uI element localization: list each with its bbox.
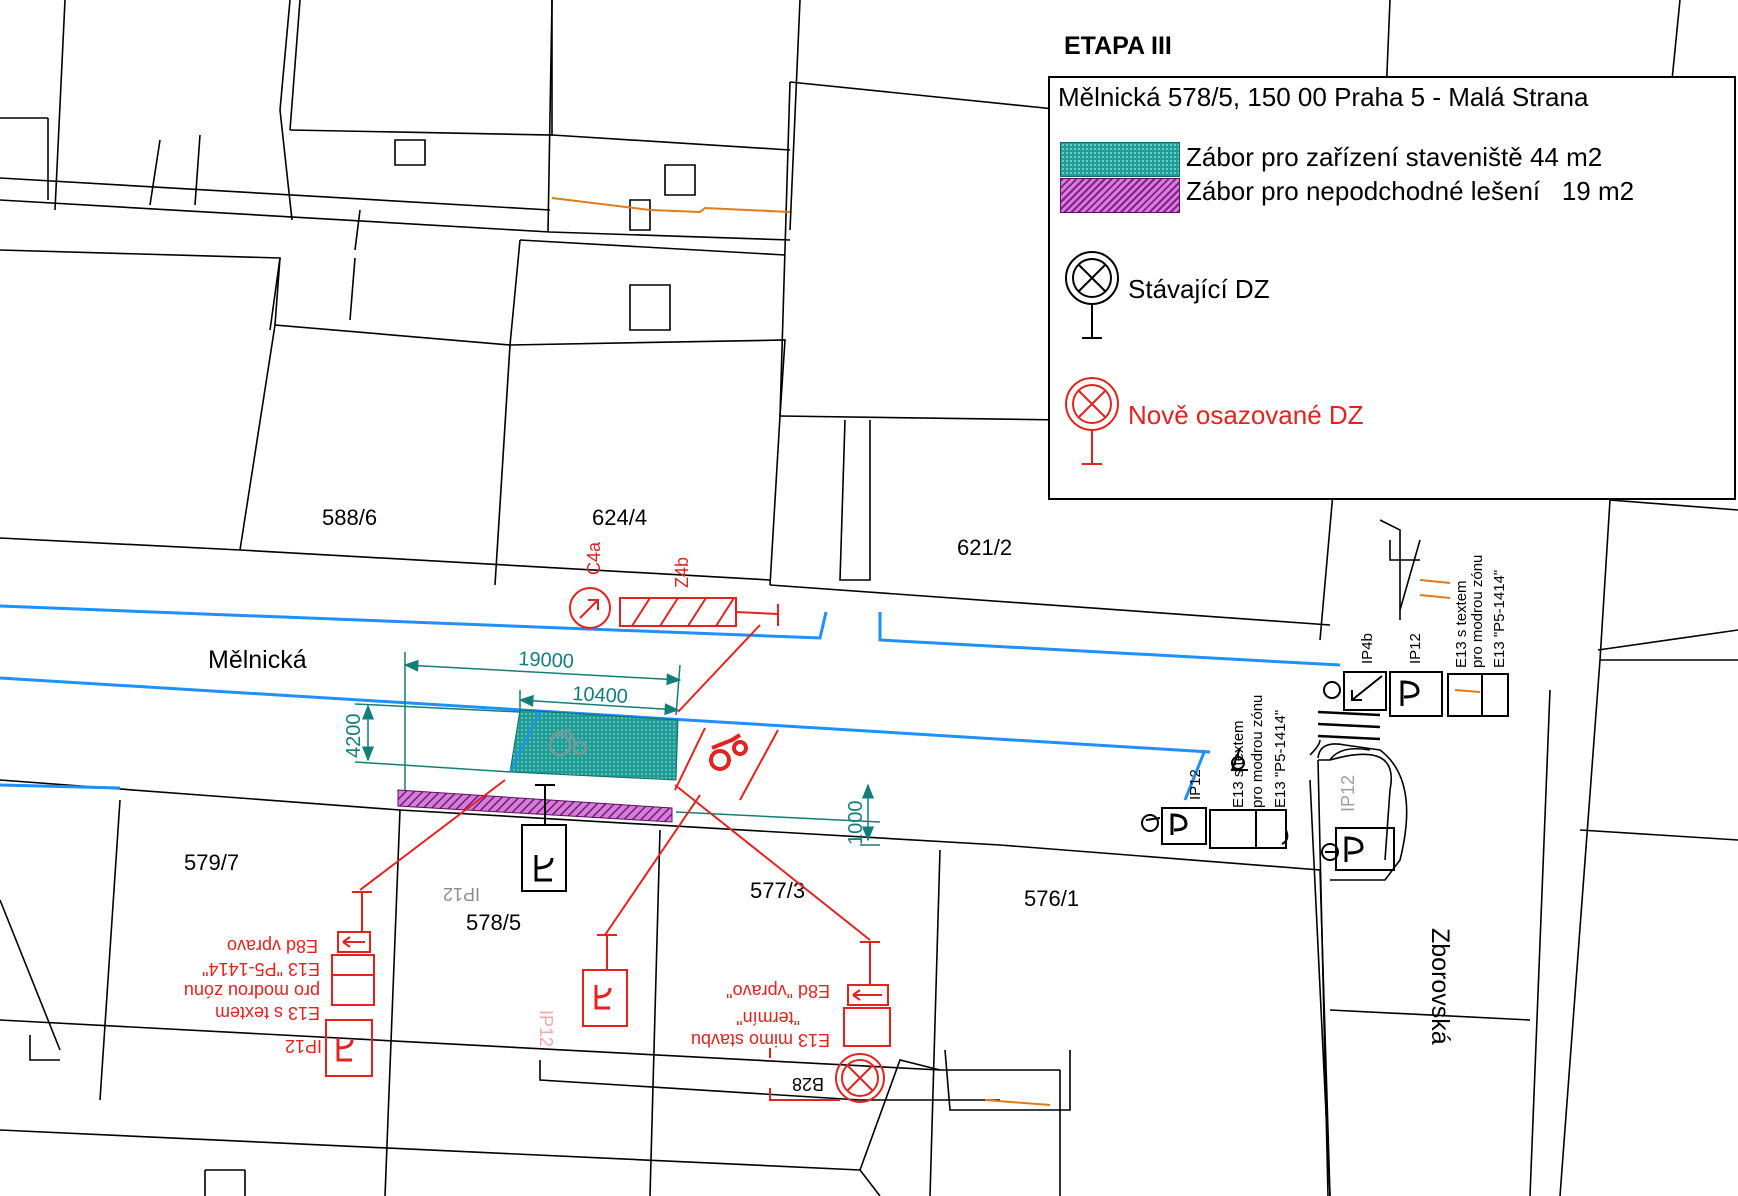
utility-lines [551,197,1481,1106]
existing-sign-labels: IP12 IP12 E13 s textem pro modrou zónu E… [443,555,1508,904]
new-sign-icon [1065,377,1119,465]
site-occupation-area [509,709,679,781]
left-ip12-label: IP12 [285,1036,322,1056]
left-e13-plate [331,954,375,1006]
corner-island [1317,743,1408,881]
left-e13-line3: E13 s textem [215,1003,320,1023]
dimension-labels: 19000 10400 4200 1000 [343,648,867,845]
parcel-578-5: 578/5 [466,910,521,935]
legend-box: Mělnická 578/5, 150 00 Praha 5 - Malá St… [1048,76,1736,500]
legend-label-new: Nově osazované DZ [1128,400,1364,430]
ip4b-label: IP4b [1359,633,1376,664]
legend-title: ETAPA III [1064,32,1172,60]
street-zborovska: Zborovská [1426,928,1454,1045]
c4a-sign-icon [569,587,611,629]
dimension-lines [354,652,881,846]
right-e13-line1: "termín" [736,1008,800,1028]
legend-address: Mělnická 578/5, 150 00 Praha 5 - Malá St… [1058,82,1589,112]
ip12-c-plate [1389,671,1443,717]
e13-c-line2: pro modrou zónu [1469,555,1486,668]
legend-label-existing: Stávající DZ [1128,274,1270,304]
mid-ip12-label: IP12 [536,1010,556,1047]
dim-occupied-width: 4200 [343,714,365,759]
center-ip12-label: IP12 [443,884,480,904]
mid-ip12-plate [582,969,628,1027]
e13-c-line3: E13 "P5-1414" [1491,570,1508,668]
right-e13-plate [843,1007,891,1047]
ip12-c-label: IP12 [1407,633,1424,664]
dim-scaffold-width: 1000 [845,801,867,846]
z4b-label: Z4b [672,557,692,588]
center-ip12-plate [521,824,567,892]
parcel-576-1: 576/1 [1024,886,1079,911]
cycle-pictogram-faded [548,728,588,757]
e13-c-line1: E13 s textem [1453,580,1470,668]
right-e8d-plate [847,984,889,1006]
left-e8d-plate [337,931,371,953]
e13-c-plate [1447,673,1509,717]
existing-signs [521,671,1509,892]
ip12-a-label: IP12 [1187,769,1204,800]
c4a-label: C4a [584,541,604,575]
new-sign-labels: C4a Z4b E8d vpravo E13 "P5-1414" pro mod… [184,541,830,1094]
left-ip12-plate [325,1019,373,1077]
left-e13-line2: pro modrou zónu [184,981,320,1001]
left-e13-line1: E13 "P5-1414" [202,959,320,979]
e13-a-plate [1209,809,1257,849]
legend-swatch-scaffold [1060,178,1180,213]
site-occupation-edge [509,711,541,773]
e13-a-line3: E13 "P5-1414" [1272,710,1289,808]
street-melnicka: Mělnická [208,646,307,674]
ip12-b-plate [1335,827,1395,871]
existing-sign-icon [1065,251,1119,339]
legend-label-scaffold: Zábor pro nepodchodné lešení 19 m2 [1186,176,1635,206]
e13-a-line2: pro modrou zónu [1249,695,1266,808]
legend-label-site: Zábor pro zařízení staveniště 44 m2 [1186,142,1603,172]
parcel-621-2: 621/2 [957,535,1012,560]
b28-sign-icon [835,1053,885,1103]
dim-total-length: 19000 [518,648,575,673]
dim-occupied-length: 10400 [572,683,629,708]
ip4b-plate [1343,671,1387,711]
legend-swatch-site [1060,142,1180,177]
cycle-pictogram-new [709,733,748,771]
z4b-barrier-icon [619,597,779,627]
scaffold-occupation-area [397,789,673,823]
ip12-a-plate [1161,807,1207,845]
parcel-579-7: 579/7 [184,850,239,875]
b28-label: B28 [792,1074,824,1094]
right-e13-line2: E13 mimo stavbu [691,1030,830,1050]
left-e8d-label: E8d vpravo [227,936,318,956]
parcel-624-4: 624/4 [592,505,647,530]
right-e8d-label: E8d "vpravo" [726,981,830,1001]
parcel-588-6: 588/6 [322,505,377,530]
new-signs [325,587,891,1103]
e13-a-line1: E13 s textem [1230,720,1247,808]
ip12-b-label: IP12 [1338,775,1358,812]
